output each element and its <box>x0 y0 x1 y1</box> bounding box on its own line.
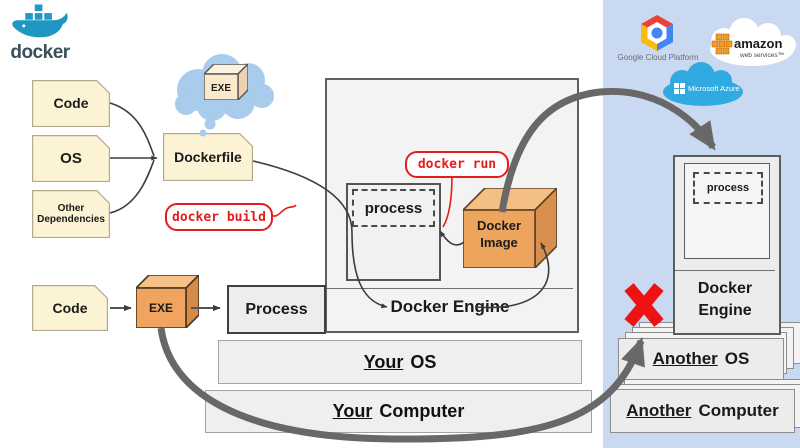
your-computer-bar: Your Computer <box>205 390 592 433</box>
your-computer-rest: Computer <box>379 401 465 421</box>
host-process-label: process <box>364 199 423 217</box>
another-computer-bar: Another Computer <box>610 389 795 433</box>
dependencies-card-label: Other Dependencies <box>37 202 105 226</box>
red-x-icon <box>624 283 664 327</box>
your-os-bar: Your OS <box>218 340 582 384</box>
aws-cloud-icon: amazon web services™ <box>710 18 796 66</box>
native-process-label: Process <box>245 300 308 318</box>
your-os-emphasis: Your <box>363 351 404 372</box>
gcp-hexagon-icon <box>641 15 673 51</box>
another-os-bar: Another OS <box>618 338 784 380</box>
native-exe-label: EXE <box>149 301 173 315</box>
azure-label: Microsoft Azure <box>688 84 740 93</box>
docker-wordmark: docker <box>10 42 70 63</box>
os-card-label: OS <box>60 149 82 167</box>
native-process-box: Process <box>227 285 326 334</box>
aws-label: amazon <box>734 36 782 51</box>
gcp-label: Google Cloud Platform <box>617 53 699 62</box>
arrow-deps-to-dockerfile <box>109 159 155 214</box>
pointer-docker-build <box>269 204 297 217</box>
docker-image-label: Docker Image <box>476 218 522 250</box>
cloud-engine-label: Docker Engine <box>697 280 753 319</box>
another-os-emphasis: Another <box>652 349 718 368</box>
thought-exe-label: EXE <box>211 83 231 94</box>
your-computer-emphasis: Your <box>332 401 373 421</box>
cloud-engine-divider <box>675 270 775 271</box>
native-code-label: Code <box>52 299 88 316</box>
code-card: Code <box>32 80 110 127</box>
os-card: OS <box>32 135 110 182</box>
azure-cloud-icon: Microsoft Azure <box>663 62 743 106</box>
another-os-rest: OS <box>724 349 750 368</box>
cloud-process-label: process <box>706 182 750 194</box>
aws-sublabel: web services™ <box>739 52 784 59</box>
dockerfile-card-label: Dockerfile <box>174 148 242 165</box>
native-code-card: Code <box>32 285 108 331</box>
another-computer-emphasis: Another <box>626 401 692 420</box>
docker-build-pill: docker build <box>165 203 273 231</box>
docker-whale-icon <box>12 4 68 38</box>
engine-strip-label: Docker Engine <box>390 297 510 316</box>
cloud-process-dashed: process <box>693 172 763 204</box>
dockerfile-card: Dockerfile <box>163 133 253 181</box>
your-os-rest: OS <box>410 351 437 372</box>
engine-strip-divider <box>327 288 573 289</box>
host-process-dashed: process <box>352 189 435 227</box>
native-exe-cube: EXE <box>136 275 199 328</box>
another-computer-rest: Computer <box>698 401 779 420</box>
dependencies-card: Other Dependencies <box>32 190 110 238</box>
docker-run-pill: docker run <box>405 151 509 178</box>
code-card-label: Code <box>53 95 89 112</box>
arrow-code-to-dockerfile <box>109 102 155 157</box>
thought-exe-cube: EXE <box>204 64 248 100</box>
